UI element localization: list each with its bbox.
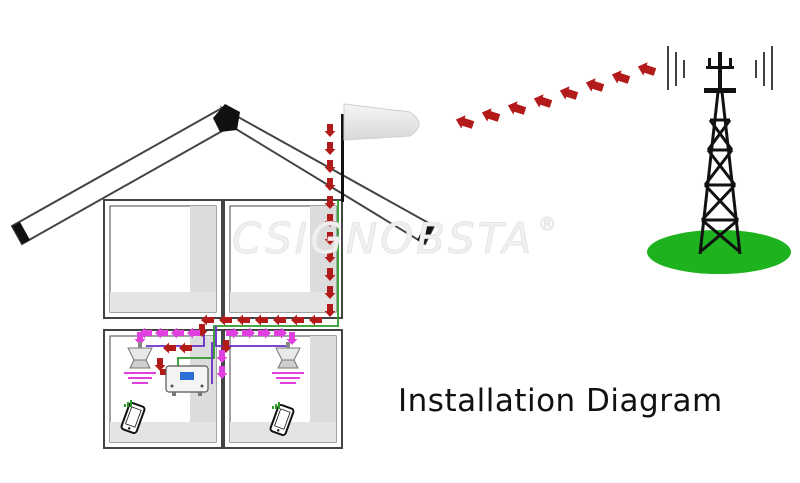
signal-bars-left bbox=[124, 400, 132, 407]
brand-watermark: CSIGNOBSTA® bbox=[231, 214, 560, 264]
ceiling-antenna-left bbox=[124, 342, 156, 384]
tower-ground bbox=[647, 230, 791, 274]
outdoor-antenna bbox=[341, 103, 420, 202]
house bbox=[10, 104, 436, 449]
room-top-left bbox=[103, 199, 223, 319]
cell-tower bbox=[647, 46, 791, 274]
roof bbox=[10, 104, 436, 246]
signal-path-outdoor bbox=[455, 62, 657, 129]
signal-bars-right bbox=[272, 402, 280, 409]
cable-green bbox=[177, 200, 339, 372]
signal-path-horizontal bbox=[154, 314, 322, 378]
phone-right bbox=[269, 402, 295, 437]
ceiling-antenna-right bbox=[272, 342, 304, 384]
room-top-right bbox=[223, 199, 343, 319]
indoor-signal-arrows bbox=[134, 327, 298, 379]
signal-path-down-cable bbox=[324, 124, 336, 317]
tower-radio-waves bbox=[667, 46, 773, 90]
watermark-registered-mark: ® bbox=[538, 214, 560, 236]
watermark-brand: CSIGNOBSTA bbox=[231, 214, 535, 264]
diagram-caption: Installation Diagram bbox=[398, 383, 723, 419]
signal-booster bbox=[165, 365, 209, 396]
phone-left bbox=[120, 400, 146, 435]
